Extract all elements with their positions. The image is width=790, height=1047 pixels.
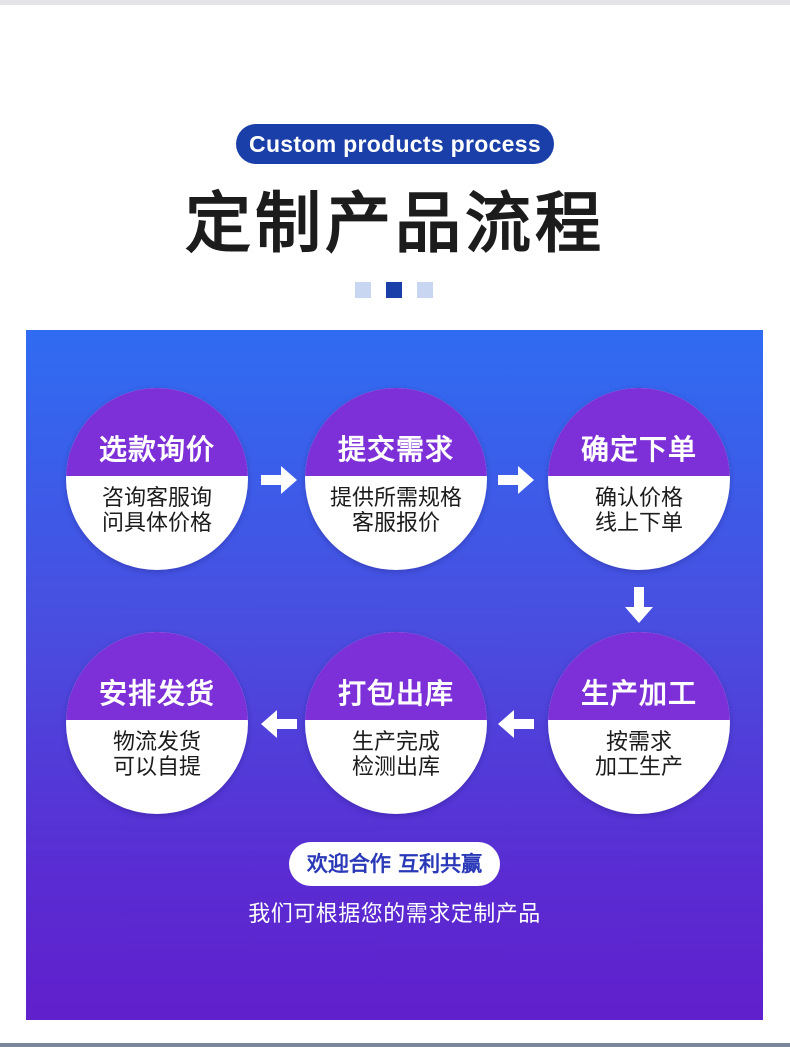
slogan-pill: 欢迎合作 互利共赢 [289, 842, 500, 886]
step-cap [548, 632, 730, 720]
step-circle-2: 提交需求 提供所需规格 客服报价 [305, 388, 487, 570]
step-cap [548, 388, 730, 476]
step-title: 安排发货 [98, 677, 215, 710]
step-cap [305, 632, 487, 720]
step-title: 生产加工 [580, 677, 697, 710]
dot-light [355, 282, 371, 298]
step-description: 生产完成 检测出库 [351, 730, 440, 780]
step-cap [66, 388, 248, 476]
step-description: 提供所需规格 客服报价 [329, 486, 462, 536]
page-title: 定制产品流程 [185, 185, 605, 262]
step-circle-6: 安排发货 物流发货 可以自提 [66, 632, 248, 814]
arrow-left-icon [259, 704, 299, 744]
step-cap [305, 388, 487, 476]
arrow-right-icon [496, 460, 536, 500]
dot-light [417, 282, 433, 298]
step-circle-3: 确定下单 确认价格 线上下单 [548, 388, 730, 570]
step-title: 打包出库 [337, 677, 454, 710]
process-panel: 选款询价 咨询客服询 问具体价格 提交需求 提供所需规格 客服报价 确定下单 确… [26, 330, 763, 1020]
bottom-divider [0, 1043, 790, 1047]
step-title: 确定下单 [580, 433, 697, 466]
title-dots [355, 282, 435, 298]
arrow-left-icon [496, 704, 536, 744]
step-circle-5: 打包出库 生产完成 检测出库 [305, 632, 487, 814]
step-cap [66, 632, 248, 720]
step-description: 确认价格 线上下单 [594, 486, 683, 536]
step-description: 咨询客服询 问具体价格 [101, 486, 212, 536]
top-divider [0, 0, 790, 5]
step-title: 选款询价 [98, 433, 215, 466]
step-description: 按需求 加工生产 [594, 730, 683, 780]
step-circle-4: 生产加工 按需求 加工生产 [548, 632, 730, 814]
arrow-right-icon [259, 460, 299, 500]
step-description: 物流发货 可以自提 [112, 730, 201, 780]
step-circle-1: 选款询价 咨询客服询 问具体价格 [66, 388, 248, 570]
customization-note: 我们可根据您的需求定制产品 [248, 902, 541, 927]
arrow-down-icon [619, 585, 659, 625]
step-title: 提交需求 [337, 433, 454, 466]
subtitle-pill: Custom products process [236, 124, 554, 164]
dot-active [386, 282, 402, 298]
